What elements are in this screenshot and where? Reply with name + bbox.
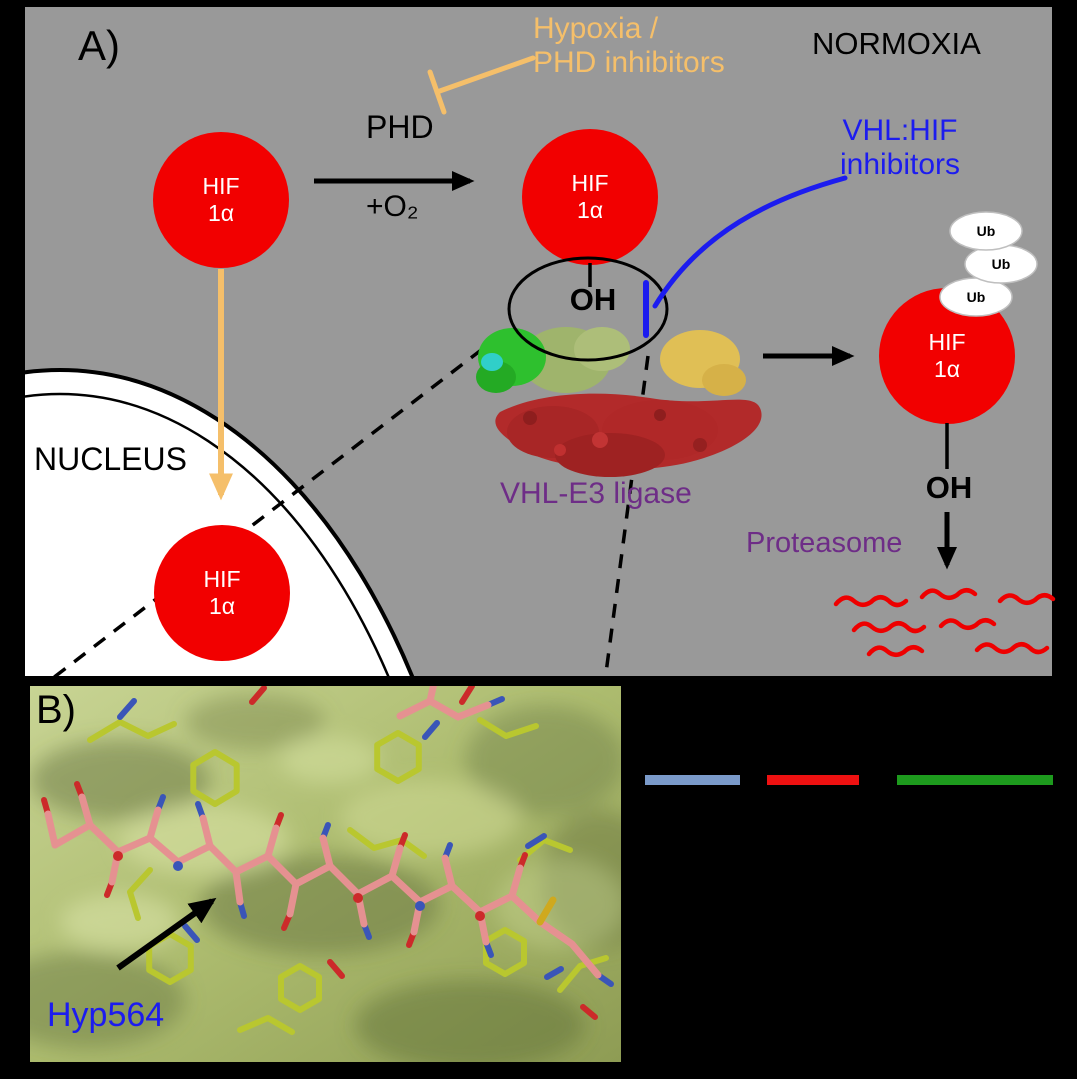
hypoxia-line1: Hypoxia / — [533, 12, 659, 45]
hif-line1: HIF — [203, 565, 241, 592]
vhl-hif-line2: inhibitors — [839, 148, 961, 181]
legend-swatch-red — [767, 775, 859, 785]
ubiquitin-oval — [949, 211, 1023, 251]
ubiquitin-chain — [939, 211, 1038, 317]
vhl-inhibitor-tbar — [643, 175, 848, 338]
legend-swatch-green — [897, 775, 1053, 785]
hif-circle-hydroxylated — [522, 129, 658, 265]
nitrogen-atom — [415, 901, 425, 911]
hif-line2: 1α — [933, 356, 961, 382]
peptide-squiggle — [866, 645, 925, 657]
oxygen-atom — [475, 911, 485, 921]
nucleus-region — [25, 368, 414, 676]
hif-label-ubiquitinated: HIF 1α — [928, 329, 965, 383]
peptide-squiggle — [938, 618, 997, 630]
oxygen-atom — [353, 893, 363, 903]
ubiquitin-label: Ub — [991, 256, 1011, 272]
panel-b-image — [30, 686, 621, 1062]
degraded-peptide-squiggles — [833, 588, 1056, 657]
phd-label: PHD — [366, 109, 434, 145]
panel-a-label: A) — [78, 22, 120, 69]
panel-b-label: B) — [36, 688, 76, 732]
o2-label: +O₂ — [366, 190, 419, 223]
hyp564-label: Hyp564 — [47, 996, 165, 1034]
hif-line2: 1α — [208, 593, 236, 619]
hydroxyl-ellipse — [507, 256, 669, 362]
hif-label-left: HIF 1α — [202, 173, 239, 227]
hif-circle-ubiquitinated — [879, 288, 1015, 424]
vhl-hif-line1: VHL:HIF — [842, 114, 958, 147]
peptide-squiggle — [974, 642, 1050, 655]
hif-line1: HIF — [928, 328, 966, 355]
hif-label-hydroxylated: HIF 1α — [571, 170, 608, 224]
hypoxia-inhibition-line — [434, 55, 536, 95]
vhl-e3-ligase-structure — [476, 327, 762, 477]
ubiquitin-label: Ub — [966, 289, 986, 305]
hif-label-nucleus: HIF 1α — [203, 566, 240, 620]
proteasome-label: Proteasome — [746, 527, 903, 559]
oh-label-middle: OH — [569, 282, 617, 317]
hif-circle-left — [153, 132, 289, 268]
hyp564-arrow — [116, 897, 217, 971]
normoxia-label: NORMOXIA — [812, 26, 981, 61]
nucleus-outline — [25, 368, 414, 676]
hypoxia-inhibition-bar — [427, 69, 447, 115]
hypoxia-inhibitor-tbar — [427, 55, 536, 115]
sulfur-stick — [536, 896, 557, 926]
hypoxia-line2: PHD inhibitors — [533, 46, 725, 79]
vhl-e3-ligase-label: VHL-E3 ligase — [500, 477, 692, 510]
legend-swatch-blue — [645, 775, 740, 785]
hif-line2: 1α — [576, 197, 604, 223]
zoom-dashed-line-left — [38, 332, 504, 690]
ubiquitin-label: Ub — [976, 223, 996, 239]
hypoxia-phd-inhibitors-label: Hypoxia /PHD inhibitors — [533, 12, 725, 80]
nitrogen-atom — [173, 861, 183, 871]
peptide-squiggle — [851, 621, 927, 634]
peptide-squiggle — [997, 593, 1056, 605]
hif-line2: 1α — [207, 200, 235, 226]
oh-label-right: OH — [925, 470, 973, 505]
nucleus-label: NUCLEUS — [34, 441, 187, 477]
vhl-inhibition-line — [652, 175, 848, 309]
peptide-squiggle — [833, 595, 909, 608]
nucleus-inner-ring — [25, 392, 390, 676]
hif-line1: HIF — [571, 169, 609, 196]
vhl-residue-sticks — [87, 717, 609, 1035]
peptide-squiggle — [919, 588, 978, 600]
hif-circle-nucleus — [154, 525, 290, 661]
hif-peptide-sticks — [44, 686, 602, 979]
hif-line1: HIF — [202, 172, 240, 199]
oxygen-atom — [113, 851, 123, 861]
